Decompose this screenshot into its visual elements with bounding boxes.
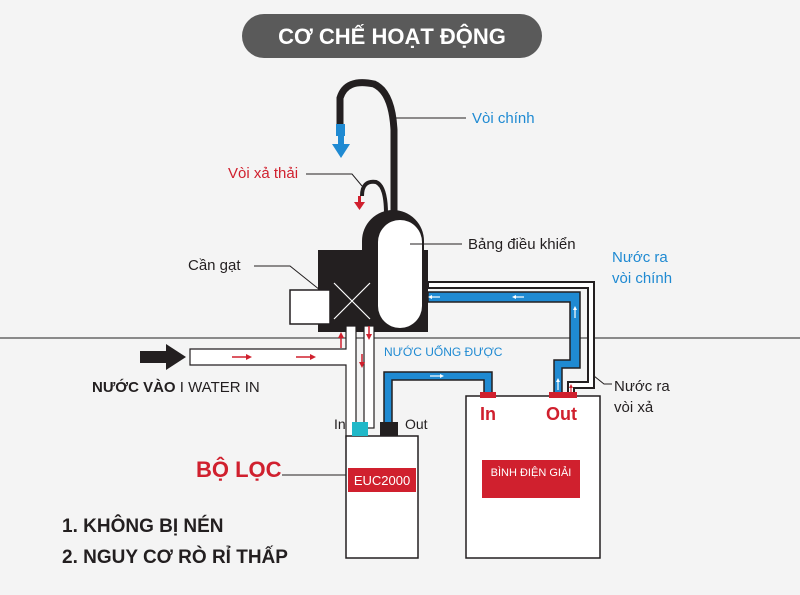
title: CƠ CHẾ HOẠT ĐỘNG xyxy=(278,24,506,49)
main-outlet-pipe xyxy=(427,291,581,397)
filter-in-port xyxy=(352,422,368,436)
filter-model-badge xyxy=(348,468,416,492)
lever-handle xyxy=(289,289,331,325)
label-water-in-rest: I WATER IN xyxy=(176,379,260,396)
label-control-panel: Bảng điều khiển xyxy=(468,236,576,253)
label-water-in-bold: NƯỚC VÀO xyxy=(92,378,176,396)
electrolyzer-in-port xyxy=(480,392,496,398)
water-in-arrow xyxy=(140,344,186,370)
leader-waste-outlet xyxy=(593,375,612,385)
label-waste-outlet-line1: Nước ra xyxy=(614,378,670,395)
label-main-outlet-line1: Nước ra xyxy=(612,249,668,266)
title-badge xyxy=(242,14,542,58)
lever-cross xyxy=(333,282,371,320)
filter-return-pipe xyxy=(363,325,375,429)
benefit-1: 1. KHÔNG BỊ NÉN xyxy=(62,515,224,537)
label-drinking-water: NƯỚC UỐNG ĐƯỢC xyxy=(384,344,503,359)
waste-flow-arrow xyxy=(354,196,365,210)
main-flow-arrow xyxy=(332,130,350,158)
label-main-outlet-line2: vòi chính xyxy=(612,270,672,287)
filter-body xyxy=(345,435,419,559)
filter-out-label: Out xyxy=(405,416,428,432)
label-lever: Cần gạt xyxy=(188,257,241,274)
electrolyzer-in-label: In xyxy=(480,404,496,424)
benefit-2: 2. NGUY CƠ RÒ RỈ THẤP xyxy=(62,546,288,568)
label-waste-faucet: Vòi xả thải xyxy=(228,165,298,182)
filter-in-label: In xyxy=(334,416,346,432)
leader-waste-faucet xyxy=(306,173,363,187)
label-waste-outlet-line2: vòi xả xyxy=(614,399,654,416)
label-filter-title: BỘ LỌC xyxy=(196,457,282,482)
filter-out-port xyxy=(380,422,398,436)
main-faucet-spout xyxy=(336,79,398,218)
leader-lever xyxy=(254,265,321,291)
label-main-faucet: Vòi chính xyxy=(472,110,535,127)
waste-faucet-spout xyxy=(360,179,388,215)
electrolyzer-name-badge xyxy=(482,460,580,498)
electrolyzer-name: BÌNH ĐIỆN GIẢI xyxy=(491,466,572,479)
filter-model: EUC2000 xyxy=(354,473,410,488)
electrolyzer-out-port xyxy=(549,392,577,398)
electrolyzer-out-label: Out xyxy=(546,404,577,424)
control-panel-face xyxy=(378,220,422,328)
label-water-in: NƯỚC VÀO I WATER IN xyxy=(92,378,260,396)
